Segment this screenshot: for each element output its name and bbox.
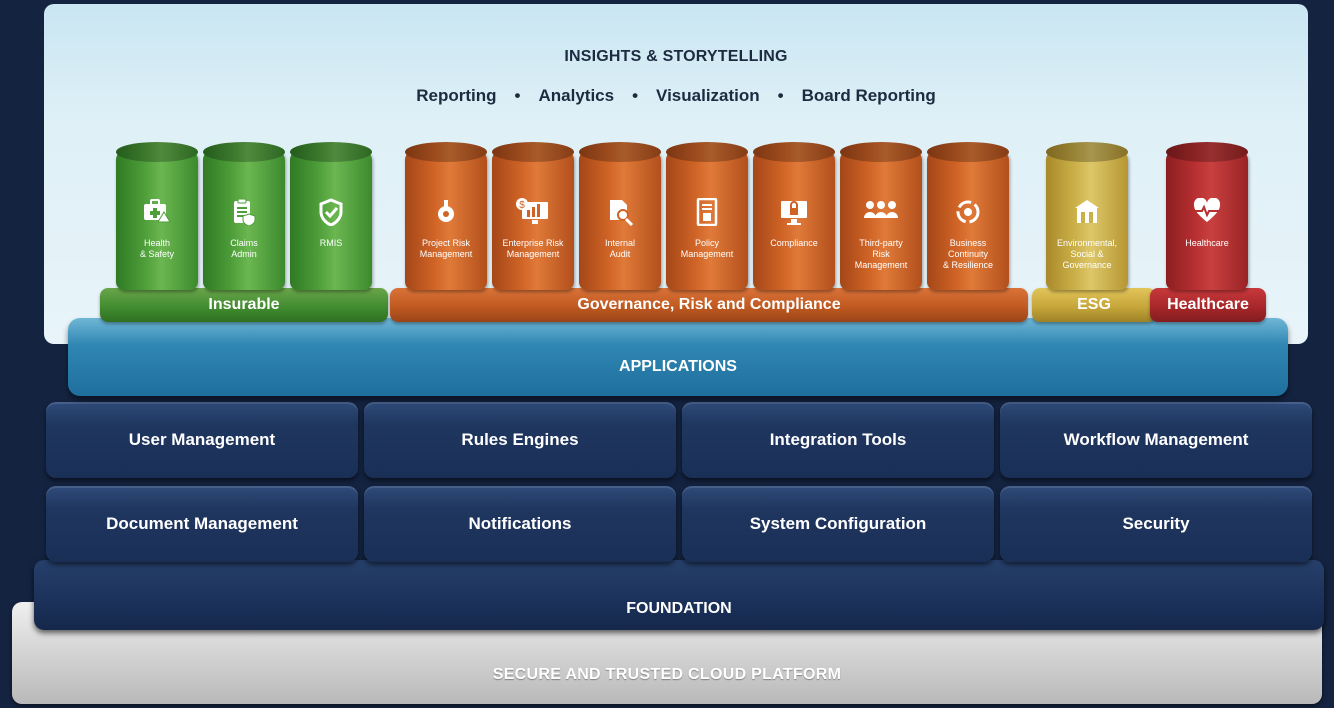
- service-system-configuration: System Configuration: [682, 486, 994, 562]
- app-label: Enterprise Risk Management: [502, 238, 564, 259]
- app-cylinder: Policy Management: [666, 150, 748, 290]
- service-rules-engines: Rules Engines: [364, 402, 676, 478]
- insights-title: INSIGHTS & STORYTELLING: [564, 48, 788, 65]
- separator-dot: •: [514, 86, 521, 105]
- clipboard-icon: [203, 198, 285, 226]
- applications-label: APPLICATIONS: [619, 358, 737, 375]
- app-cylinder: Healthcare: [1166, 150, 1248, 290]
- chart-monitor-icon: $: [492, 198, 574, 226]
- app-label: Business Continuity & Resilience: [942, 238, 994, 270]
- gear-icon: [405, 198, 487, 226]
- app-label: RMIS: [319, 238, 343, 248]
- app-label: Health & Safety: [139, 238, 175, 259]
- service-integration-tools: Integration Tools: [682, 402, 994, 478]
- app-cylinder: $ Enterprise Risk Management: [492, 150, 574, 290]
- group-grc: Governance, Risk and Compliance: [390, 288, 1028, 322]
- lock-monitor-icon: [753, 198, 835, 226]
- service-notifications: Notifications: [364, 486, 676, 562]
- document-search-icon: [579, 198, 661, 226]
- foundation-label: FOUNDATION: [626, 600, 732, 617]
- insight-reporting: Reporting: [416, 86, 497, 105]
- services-row-1: User Management Rules Engines Integratio…: [46, 402, 1312, 478]
- app-cylinder: Health & Safety: [116, 150, 198, 290]
- service-user-management: User Management: [46, 402, 358, 478]
- app-label: Claims Admin: [230, 238, 258, 259]
- app-label: Internal Audit: [604, 238, 636, 259]
- heart-pulse-icon: [1166, 198, 1248, 226]
- app-cylinder: Compliance: [753, 150, 835, 290]
- app-cylinder: Project Risk Management: [405, 150, 487, 290]
- service-security: Security: [1000, 486, 1312, 562]
- app-cylinder: Business Continuity & Resilience: [927, 150, 1009, 290]
- app-label: Environmental, Social & Governance: [1056, 238, 1118, 270]
- shield-check-icon: [290, 198, 372, 226]
- insight-board-reporting: Board Reporting: [801, 86, 936, 105]
- svg-text:$: $: [519, 200, 525, 211]
- app-cylinder: Claims Admin: [203, 150, 285, 290]
- people-icon: [840, 198, 922, 226]
- separator-dot: •: [632, 86, 639, 105]
- app-label: Project Risk Management: [419, 238, 473, 259]
- insight-visualization: Visualization: [656, 86, 760, 105]
- service-workflow-management: Workflow Management: [1000, 402, 1312, 478]
- app-cylinder: RMIS: [290, 150, 372, 290]
- app-label: Third-party Risk Management: [854, 238, 908, 270]
- app-cylinder: Environmental, Social & Governance: [1046, 150, 1128, 290]
- building-icon: [1046, 198, 1128, 226]
- cloud-platform-label: SECURE AND TRUSTED CLOUD PLATFORM: [492, 666, 842, 683]
- group-insurable: Insurable: [100, 288, 388, 322]
- group-healthcare: Healthcare: [1150, 288, 1266, 322]
- app-cylinder: Internal Audit: [579, 150, 661, 290]
- group-esg: ESG: [1032, 288, 1156, 322]
- service-document-management: Document Management: [46, 486, 358, 562]
- cycle-icon: [927, 198, 1009, 226]
- app-label: Compliance: [770, 238, 818, 248]
- separator-dot: •: [777, 86, 784, 105]
- insights-subtitle: Reporting • Analytics • Visualization • Board …: [44, 86, 1308, 106]
- policy-document-icon: [666, 198, 748, 226]
- applications-band: [68, 318, 1288, 396]
- app-label: Healthcare: [1185, 238, 1229, 248]
- first-aid-kit-icon: [116, 198, 198, 226]
- app-label: Policy Management: [680, 238, 734, 259]
- services-row-2: Document Management Notifications System…: [46, 486, 1312, 562]
- foundation-layer: [34, 560, 1324, 630]
- app-cylinder: Third-party Risk Management: [840, 150, 922, 290]
- insight-analytics: Analytics: [538, 86, 615, 105]
